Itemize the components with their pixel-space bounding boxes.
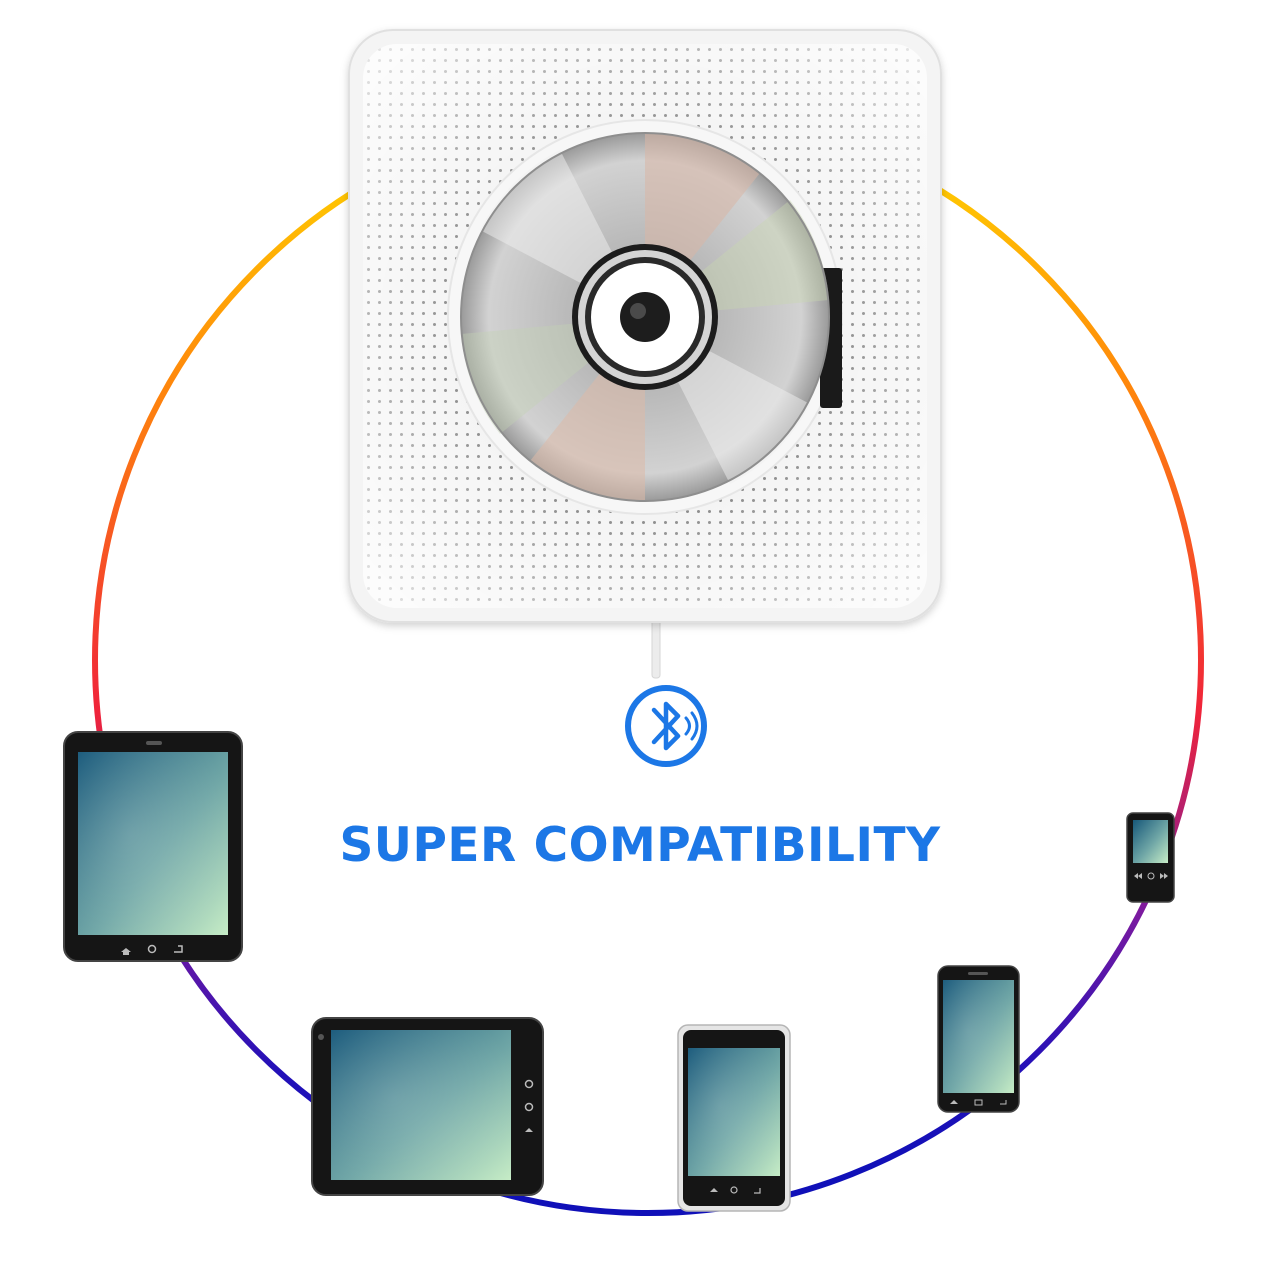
tablet-icon: [63, 731, 243, 962]
phone-icon: [677, 1024, 791, 1212]
cd-player-icon: [348, 29, 942, 679]
cd-disc: [460, 132, 830, 502]
bluetooth-icon: [625, 685, 707, 767]
page-title: SUPER COMPATIBILITY: [339, 818, 941, 873]
mp3-player-icon: [1126, 812, 1175, 903]
smartphone-icon: [937, 965, 1020, 1113]
tablet-landscape-icon: [311, 1017, 544, 1196]
